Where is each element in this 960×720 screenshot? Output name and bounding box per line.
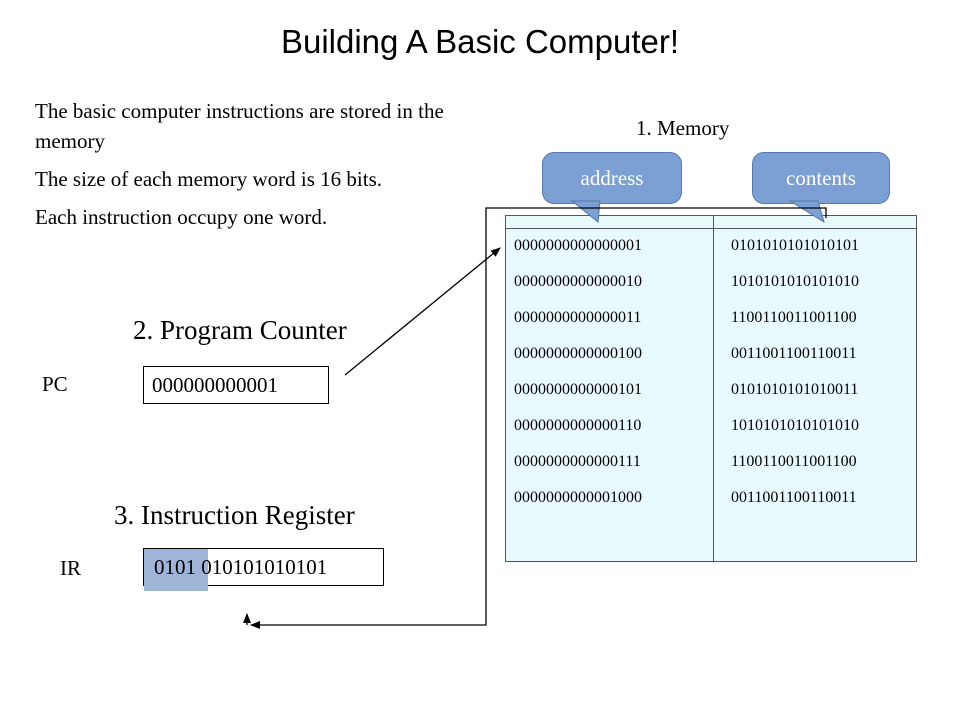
pc-label: PC bbox=[42, 372, 68, 396]
slide-title: Building A Basic Computer! bbox=[280, 23, 680, 60]
bullet-item: The size of each memory word is 16 bits. bbox=[35, 167, 382, 191]
memory-contents: 1010101010101010 bbox=[731, 273, 859, 290]
ir-value: 0101 010101010101 bbox=[154, 549, 327, 585]
bullet-item: The basic computer instructions are stor… bbox=[35, 99, 444, 153]
program-counter-heading: 2. Program Counter bbox=[133, 315, 347, 345]
memory-table: 0000000000000001 0101010101010101 000000… bbox=[505, 215, 917, 562]
ir-opcode: 0101 bbox=[154, 555, 196, 579]
memory-address: 0000000000000110 bbox=[514, 417, 642, 434]
memory-row: 0000000000000101 0101010101010011 bbox=[506, 372, 916, 408]
memory-contents: 0101010101010011 bbox=[731, 381, 859, 398]
memory-row: 0000000000000111 1100110011001100 bbox=[506, 444, 916, 480]
ir-label: IR bbox=[60, 556, 81, 580]
memory-address: 0000000000000111 bbox=[514, 453, 641, 470]
memory-contents: 0011001100110011 bbox=[731, 345, 857, 362]
memory-row: 0000000000000010 1010101010101010 bbox=[506, 264, 916, 300]
pc-to-memory-arrow bbox=[344, 247, 501, 376]
memory-heading: 1. Memory bbox=[636, 116, 730, 140]
bullet-item: Each instruction occupy one word. bbox=[35, 205, 328, 229]
contents-callout: contents bbox=[752, 152, 890, 204]
address-callout: address bbox=[542, 152, 682, 204]
instruction-register-heading: 3. Instruction Register bbox=[114, 500, 355, 530]
memory-row: 0000000000000011 1100110011001100 bbox=[506, 300, 916, 336]
memory-row: 0000000000000001 0101010101010101 bbox=[506, 228, 916, 264]
memory-row: 0000000000000110 1010101010101010 bbox=[506, 408, 916, 444]
opcode-highlight bbox=[144, 549, 208, 591]
memory-contents: 1010101010101010 bbox=[731, 417, 859, 434]
memory-address: 0000000000000011 bbox=[514, 309, 642, 326]
memory-contents: 0011001100110011 bbox=[731, 489, 857, 506]
memory-row: 0000000000001000 0011001100110011 bbox=[506, 480, 916, 516]
pc-register: 000000000001 bbox=[143, 366, 329, 404]
memory-address: 0000000000000101 bbox=[514, 381, 642, 398]
memory-address: 0000000000000001 bbox=[514, 237, 642, 254]
memory-address: 0000000000001000 bbox=[514, 489, 642, 506]
memory-address: 0000000000000100 bbox=[514, 345, 642, 362]
memory-contents: 1100110011001100 bbox=[731, 309, 857, 326]
memory-contents: 0101010101010101 bbox=[731, 237, 859, 254]
bullet-list: The basic computer instructions are stor… bbox=[35, 96, 495, 240]
ir-operand: 010101010101 bbox=[201, 555, 328, 579]
memory-row: 0000000000000100 0011001100110011 bbox=[506, 336, 916, 372]
memory-address: 0000000000000010 bbox=[514, 273, 642, 290]
memory-contents: 1100110011001100 bbox=[731, 453, 857, 470]
